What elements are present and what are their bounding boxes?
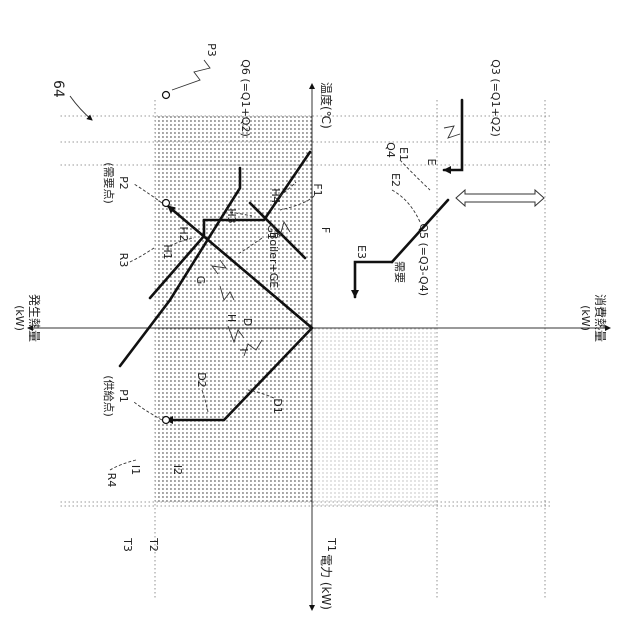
label-p3: P3 xyxy=(205,43,218,57)
demand-region xyxy=(312,328,437,506)
label-g1: G1 xyxy=(265,224,278,240)
label-p2: P2 xyxy=(117,176,130,190)
label-h2: H2 xyxy=(177,226,190,241)
label-e: E xyxy=(425,159,438,166)
demand-label: 需要 xyxy=(393,261,406,283)
t3-label: T3 xyxy=(121,537,134,552)
label-d1: D1 xyxy=(271,398,284,413)
label-p1: P1 xyxy=(117,389,130,403)
q4-label: Q4 xyxy=(384,142,397,158)
label-e3: E3 xyxy=(355,245,368,259)
label-i: I xyxy=(237,348,250,351)
t2-label: T2 xyxy=(147,537,160,552)
axis-left-label: 温度(℃) xyxy=(319,82,334,129)
label-p2-note: (需要点) xyxy=(102,162,115,204)
label-f1: F1 xyxy=(311,183,324,196)
label-r3: R3 xyxy=(117,253,130,268)
label-h: H xyxy=(225,314,238,322)
figure-number: 64 xyxy=(50,80,66,98)
label-p1-note: (供給点) xyxy=(102,375,116,417)
label-i1: I1 xyxy=(129,465,142,475)
label-e1: E1 xyxy=(397,147,410,161)
label-h1: H1 xyxy=(161,244,174,259)
supply-label: Boiler+GE xyxy=(267,232,280,288)
axis-top-label: 消費熱量 xyxy=(593,294,608,342)
q5-label: Q5 (=Q3-Q4) xyxy=(417,223,430,296)
label-d2: D2 xyxy=(195,372,208,387)
q6-label: Q6 (=Q1+Q2) xyxy=(239,59,252,136)
label-f: F xyxy=(319,227,332,233)
label-d: D xyxy=(241,318,254,326)
point-p1 xyxy=(163,417,170,424)
label-g: G xyxy=(194,276,207,285)
axis-bottom-unit: (kW) xyxy=(13,305,26,331)
q5-double-arrow xyxy=(456,190,544,206)
label-r4: R4 xyxy=(105,473,118,488)
curve-e xyxy=(444,100,462,170)
axis-top-unit: (kW) xyxy=(579,305,592,331)
axis-bottom-label: 発生熱量 xyxy=(27,294,41,342)
point-p3 xyxy=(163,92,170,99)
label-e2: E2 xyxy=(389,173,402,187)
axis-right-label: 電力 (kW) xyxy=(319,554,333,610)
t1-label: T1 xyxy=(325,537,338,552)
point-p2 xyxy=(163,200,170,207)
q3-label: Q3 (=Q1+Q2) xyxy=(489,59,502,136)
curve-e3 xyxy=(355,262,392,297)
label-i2: I2 xyxy=(171,465,184,475)
